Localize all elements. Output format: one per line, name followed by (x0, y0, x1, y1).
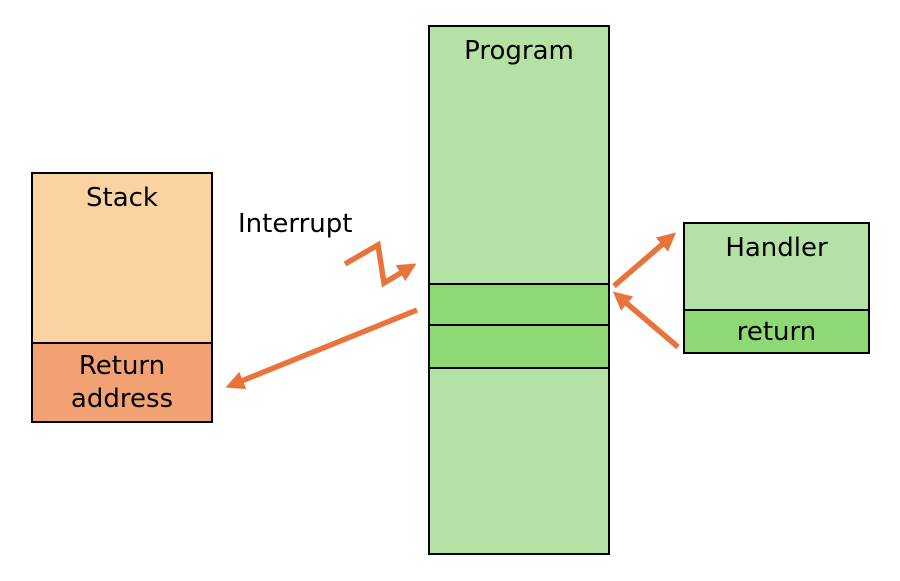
return-address-cell: Return address (33, 342, 211, 421)
handler-body (685, 263, 868, 309)
stack-label: Stack (86, 183, 158, 213)
handler-return-cell: return (685, 309, 868, 352)
program-label: Program (464, 36, 574, 66)
handler-label: Handler (725, 233, 828, 263)
stack-box: Stack Return address (31, 172, 213, 423)
stack-body (33, 213, 211, 342)
program-interrupted-band-2 (430, 326, 608, 369)
program-interrupted-band-1 (430, 283, 608, 326)
return-address-label: Return address (70, 350, 174, 414)
invoke-handler-arrow (612, 232, 677, 289)
interrupt-label: Interrupt (238, 209, 353, 239)
handler-return-label: return (736, 316, 817, 347)
handler-return-arrow (612, 291, 680, 350)
interrupt-zigzag-arrow (343, 240, 417, 288)
program-box: Program (428, 25, 610, 555)
save-return-address-arrow (225, 307, 419, 390)
program-body (430, 66, 608, 553)
handler-box: Handler return (683, 222, 870, 354)
